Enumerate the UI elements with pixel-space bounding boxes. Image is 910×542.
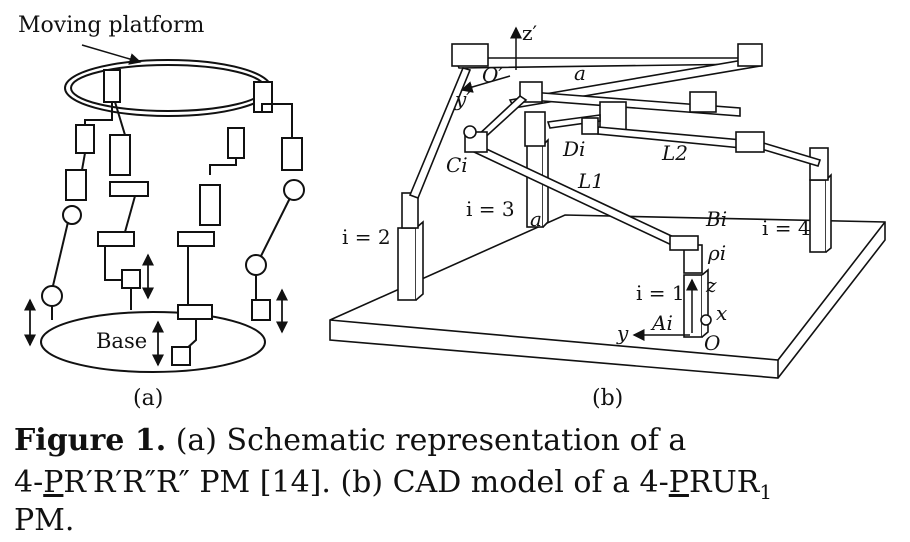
label-i4: i = 4 [762,216,811,240]
panel-b-cad-model [329,43,886,379]
figure-caption-line-2: 4-PR′R′R″R″ PM [14]. (b) CAD model of a … [14,462,904,513]
figure-caption-line-3: PM. [14,500,904,542]
caption-subscript: 1 [759,480,773,504]
figure-caption-heading: Figure 1. [14,423,167,458]
label-z-prime: z′ [522,21,538,45]
caption-prismatic-p-1: P [43,465,64,500]
caption-part-c: RUR [688,465,760,500]
caption-part-a: 4- [14,465,44,500]
label-a-i: Ai [650,311,673,335]
base-label: Base [96,329,147,353]
label-l1: L1 [577,169,604,193]
label-a-top: a [574,61,586,85]
label-rho-i: ρi [707,241,726,265]
label-c-i: Ci [446,153,468,177]
caption-part-b: R′R′R″R″ PM [14]. (b) CAD model of a 4- [63,465,669,500]
label-x: x [716,301,727,325]
moving-platform-label: Moving platform [18,13,204,38]
label-y-prime: y′ [454,87,471,111]
figure-caption-text-3: PM. [14,503,75,538]
label-o-prime: O′ [482,63,503,87]
label-i2: i = 2 [342,225,391,249]
figure-caption-line-1: Figure 1. (a) Schematic representation o… [14,420,904,462]
panel-a-schematic [24,44,305,373]
label-z: z [705,273,717,297]
label-b-i: Bi [705,207,727,231]
figure-graphic: Moving platform Base (a) [18,13,886,411]
label-a-mid: a [530,207,542,231]
panel-a-label: (a) [133,386,163,411]
panel-b-label: (b) [592,386,623,411]
caption-prismatic-p-2: P [668,465,689,500]
label-l2: L2 [661,141,688,165]
panel-b-axes [460,26,698,341]
label-y: y [616,321,629,345]
label-i3: i = 3 [466,197,515,221]
label-o: O [704,331,720,355]
label-d-i: Di [562,137,585,161]
figure-caption-text-1: (a) Schematic representation of a [175,423,687,458]
label-i1: i = 1 [636,281,685,305]
